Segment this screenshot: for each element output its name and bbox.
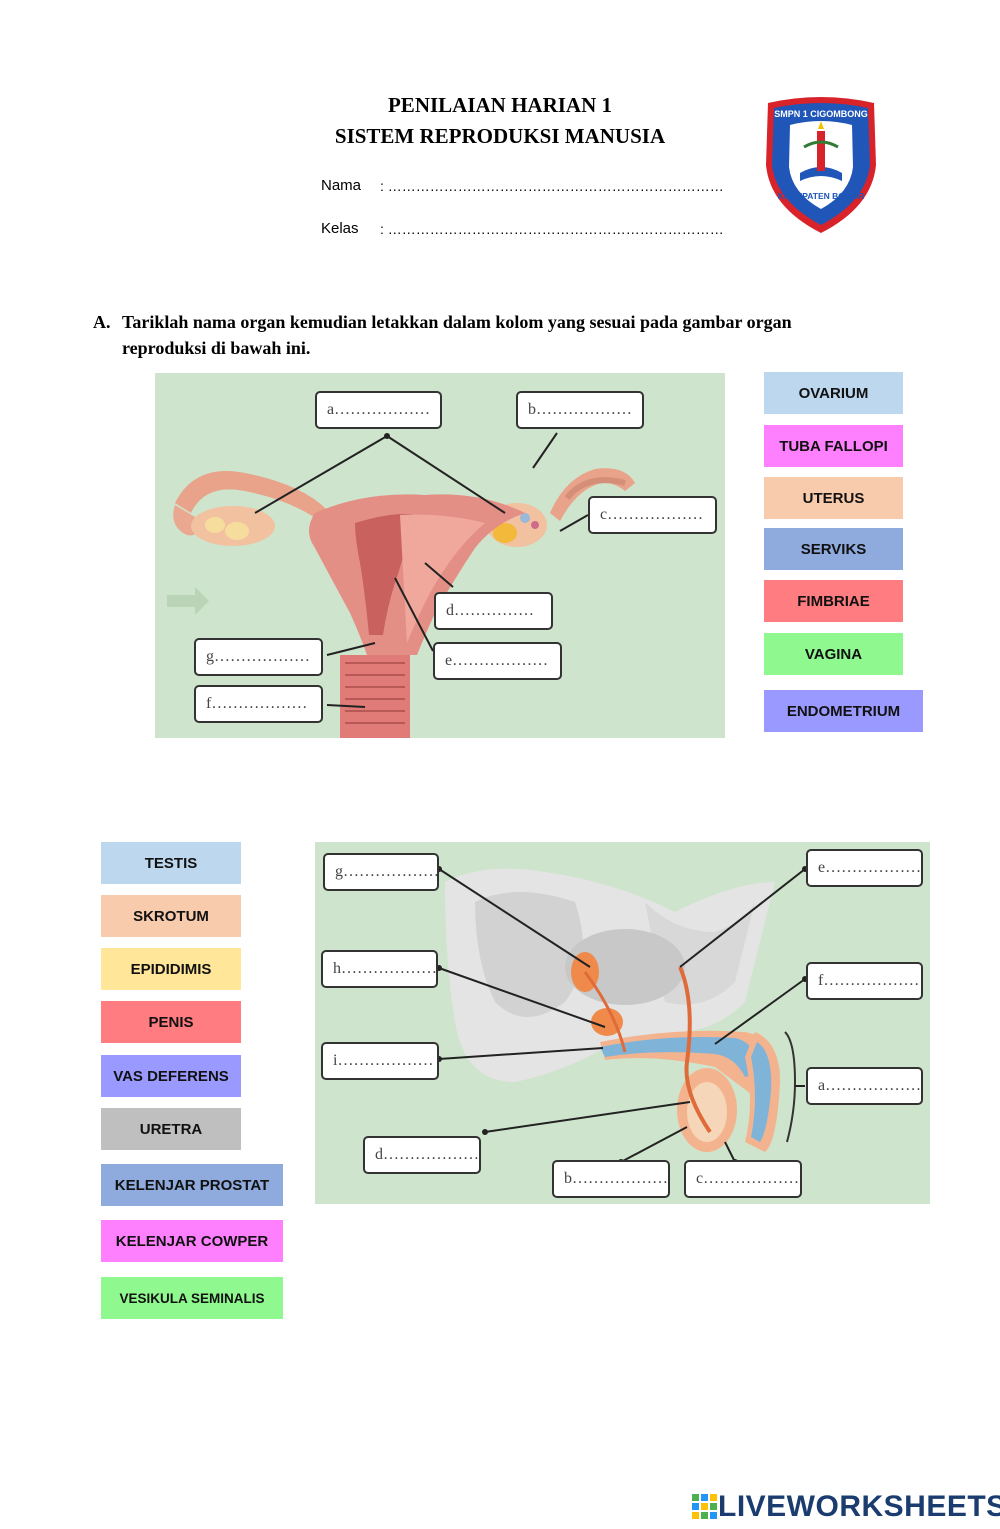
option-penis[interactable]: PENIS xyxy=(101,1001,241,1043)
option-uterus[interactable]: UTERUS xyxy=(764,477,903,519)
female-label-a[interactable]: a……………… xyxy=(315,391,442,429)
class-field-line[interactable]: : ……………………………………………………………… xyxy=(380,221,724,237)
male-label-e[interactable]: e……………… xyxy=(806,849,923,887)
name-field-label: Nama xyxy=(321,177,362,194)
option-endometrium[interactable]: ENDOMETRIUM xyxy=(764,690,923,732)
female-label-e[interactable]: e……………… xyxy=(433,642,562,680)
female-label-c[interactable]: c……………… xyxy=(588,496,717,534)
male-reproductive-diagram: g……………… e……………… h……………… f……………… i……………… … xyxy=(315,842,930,1204)
class-field-label: Kelas xyxy=(321,220,359,237)
female-label-f[interactable]: f……………… xyxy=(194,685,323,723)
male-label-f[interactable]: f……………… xyxy=(806,962,923,1000)
option-serviks[interactable]: SERVIKS xyxy=(764,528,903,570)
female-label-d[interactable]: d…………… xyxy=(434,592,553,630)
page-title: PENILAIAN HARIAN 1 xyxy=(387,93,613,117)
instruction-line-2: reproduksi di bawah ini. xyxy=(122,338,311,358)
school-logo: SMPN 1 CIGOMBONG KABUPATEN BOGOR xyxy=(766,97,876,233)
logo-text-top: SMPN 1 CIGOMBONG xyxy=(774,109,868,119)
option-vas-deferens[interactable]: VAS DEFERENS xyxy=(101,1055,241,1097)
option-testis[interactable]: TESTIS xyxy=(101,842,241,884)
option-tuba-fallopi[interactable]: TUBA FALLOPI xyxy=(764,425,903,467)
brand-text: LIVEWORKSHEETS xyxy=(718,1490,1000,1523)
instruction-line-1: Tariklah nama organ kemudian letakkan da… xyxy=(122,312,792,332)
male-label-h[interactable]: h……………… xyxy=(321,950,438,988)
male-label-a[interactable]: a……………… xyxy=(806,1067,923,1105)
female-label-b[interactable]: b……………… xyxy=(516,391,644,429)
option-vagina[interactable]: VAGINA xyxy=(764,633,903,675)
option-fimbriae[interactable]: FIMBRIAE xyxy=(764,580,903,622)
option-kelenjar-prostat[interactable]: KELENJAR PROSTAT xyxy=(101,1164,283,1206)
male-label-i[interactable]: i……………… xyxy=(321,1042,439,1080)
male-label-b[interactable]: b……………… xyxy=(552,1160,670,1198)
option-epididimis[interactable]: EPIDIDIMIS xyxy=(101,948,241,990)
option-kelenjar-cowper[interactable]: KELENJAR COWPER xyxy=(101,1220,283,1262)
option-ovarium[interactable]: OVARIUM xyxy=(764,372,903,414)
liveworksheets-grid-icon xyxy=(692,1494,717,1519)
option-skrotum[interactable]: SKROTUM xyxy=(101,895,241,937)
liveworksheets-logo: LIVEWORKSHEETS xyxy=(692,1490,1000,1524)
female-reproductive-diagram: a……………… b……………… c……………… d…………… e……………… g… xyxy=(155,373,725,738)
female-label-g[interactable]: g……………… xyxy=(194,638,323,676)
male-label-d[interactable]: d……………… xyxy=(363,1136,481,1174)
male-label-c[interactable]: c……………… xyxy=(684,1160,802,1198)
option-uretra[interactable]: URETRA xyxy=(101,1108,241,1150)
page-subtitle: SISTEM REPRODUKSI MANUSIA xyxy=(334,124,666,148)
male-label-g[interactable]: g……………… xyxy=(323,853,439,891)
section-marker: A. xyxy=(93,312,111,332)
name-field-line[interactable]: : ……………………………………………………………… xyxy=(380,178,724,194)
female-organ-illustration xyxy=(167,432,635,738)
male-organ-illustration xyxy=(436,866,808,1165)
logo-text-bottom: KABUPATEN BOGOR xyxy=(778,191,865,201)
option-vesikula-seminalis[interactable]: VESIKULA SEMINALIS xyxy=(101,1277,283,1319)
